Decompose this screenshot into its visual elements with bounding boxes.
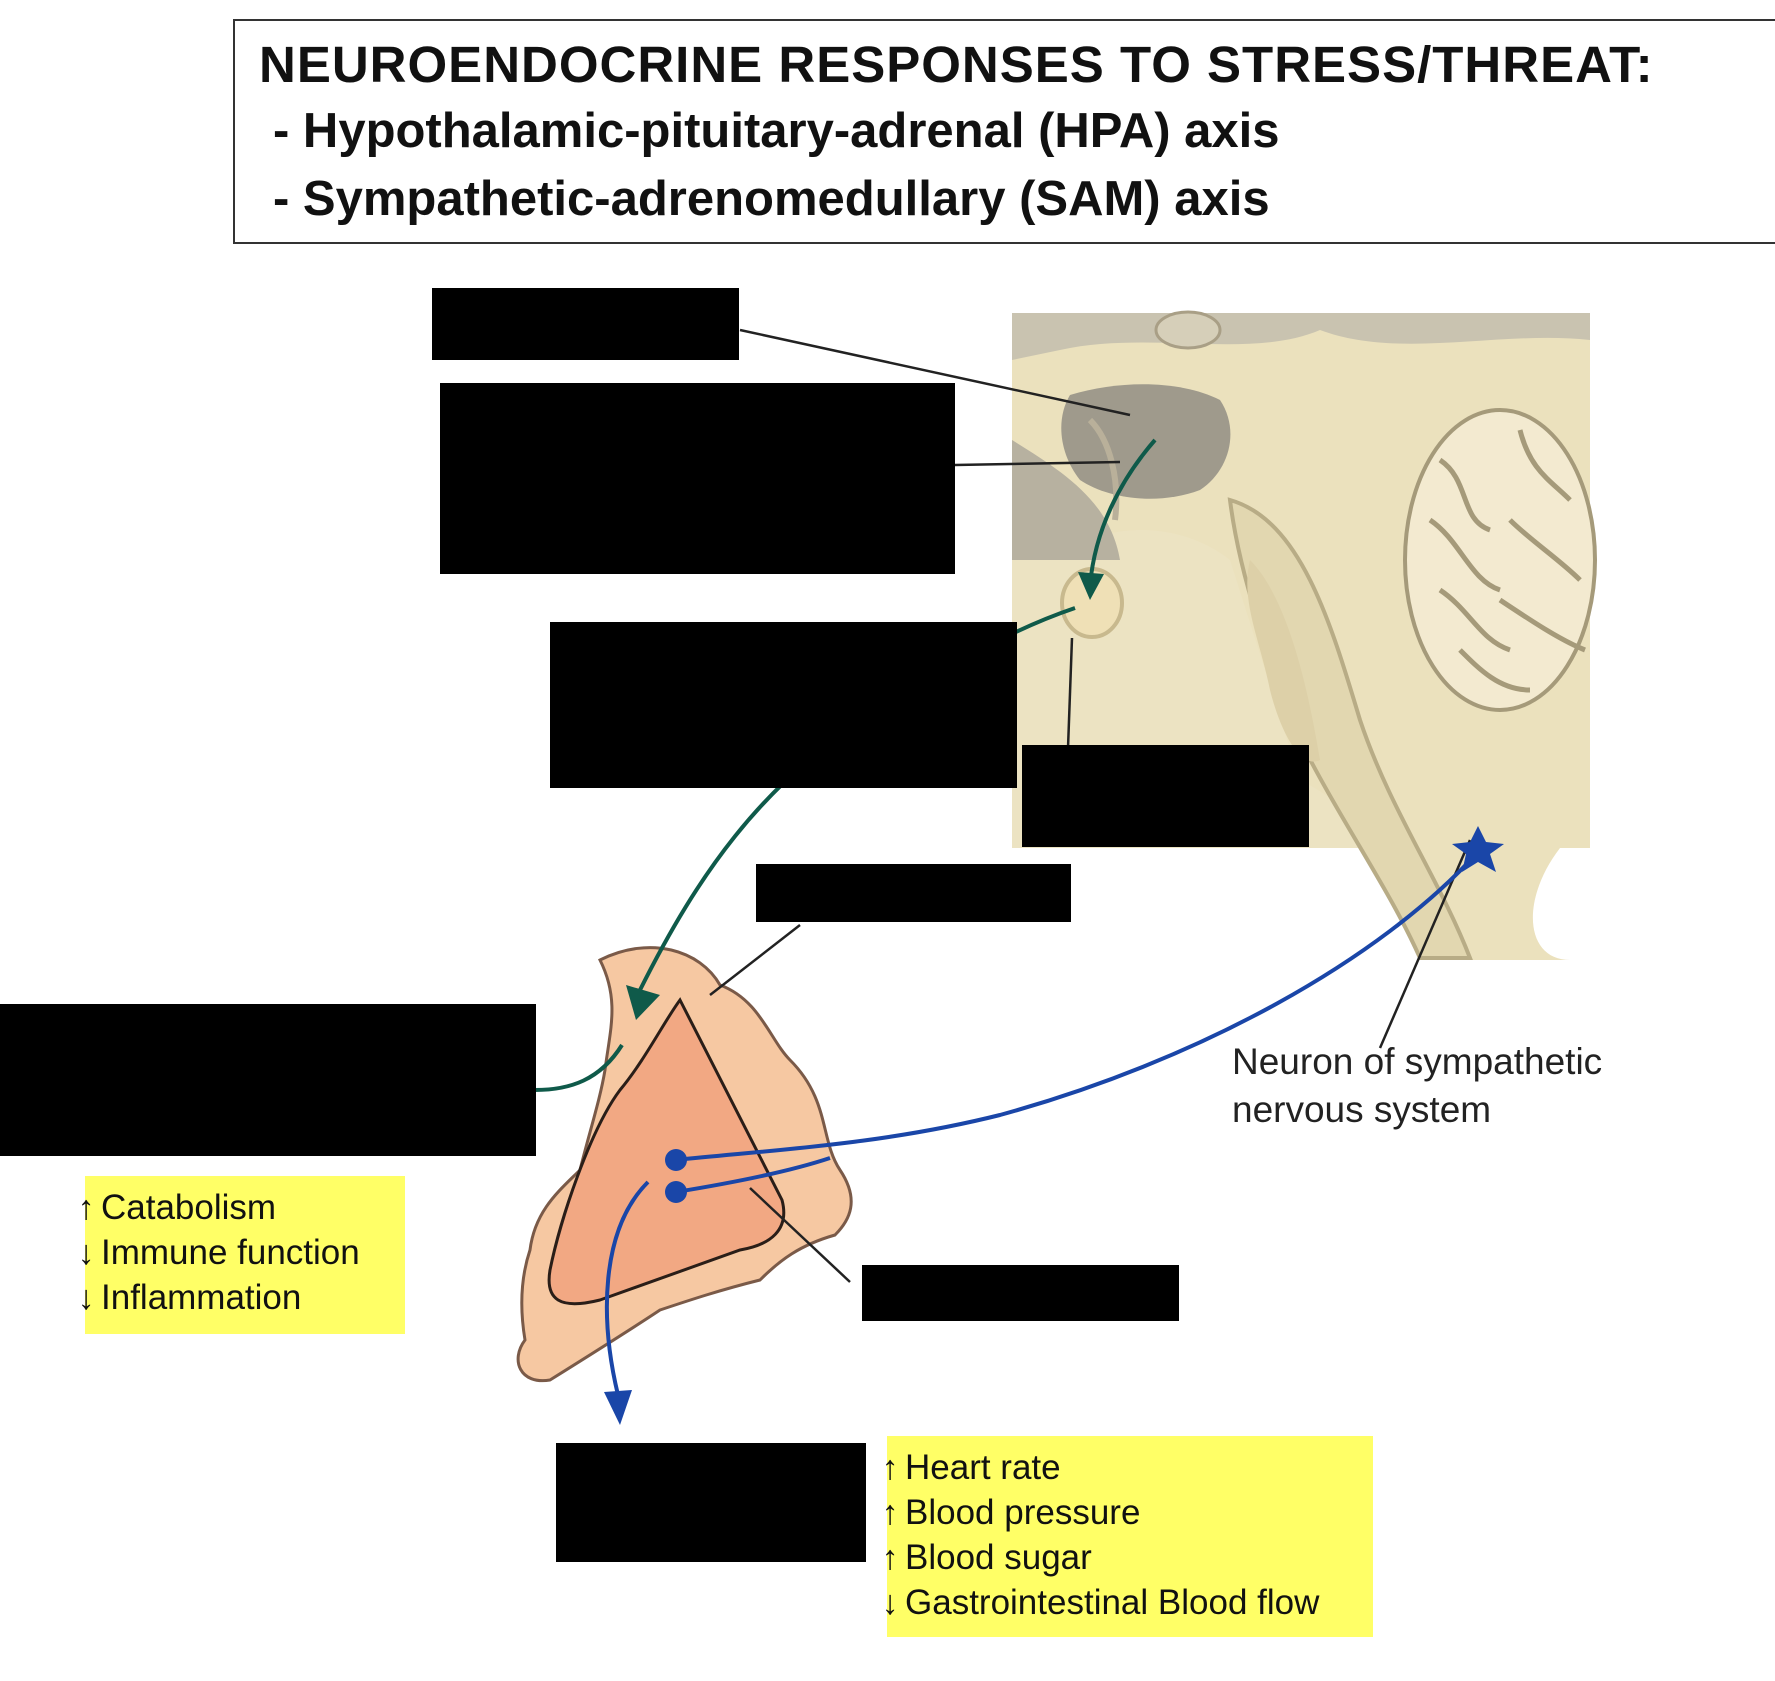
sam-synapse-2	[665, 1181, 687, 1203]
down-arrow-icon: ↓	[77, 1279, 95, 1317]
effect-text: Catabolism	[101, 1188, 277, 1227]
catecholamine-effect-row: ↑Blood sugar	[879, 1538, 1092, 1578]
sympathetic-neuron-star-icon	[1452, 826, 1504, 872]
catecholamine-effect-row: ↑Heart rate	[879, 1448, 1061, 1488]
title-box: NEUROENDOCRINE RESPONSES TO STRESS/THREA…	[233, 19, 1775, 244]
redacted-label-hypothalamus	[432, 288, 739, 360]
cerebellum	[1403, 408, 1597, 712]
sam-pathway	[604, 850, 1480, 1396]
sam-synapse-1	[665, 1149, 687, 1171]
down-arrow-icon: ↓	[881, 1584, 899, 1622]
hpa-arrowhead-adrenal	[626, 985, 660, 1020]
cortisol-effect-row: ↓Immune function	[75, 1233, 360, 1273]
redacted-label-adrenal-cortex	[756, 864, 1071, 922]
sympathetic-neuron-label: Neuron of sympathetic nervous system	[1232, 1038, 1602, 1134]
up-arrow-icon: ↑	[881, 1494, 899, 1532]
sam-arrowhead-output	[604, 1390, 632, 1425]
down-arrow-icon: ↓	[77, 1234, 95, 1272]
redacted-label-pituitary	[1022, 745, 1309, 847]
cortisol-effect-row: ↓Inflammation	[75, 1278, 302, 1318]
redacted-label-acth	[550, 622, 1017, 788]
diagram-heading: NEUROENDOCRINE RESPONSES TO STRESS/THREA…	[259, 36, 1654, 93]
hpa-arrowhead-pituitary	[1078, 572, 1104, 600]
redacted-label-cortisol	[0, 1004, 536, 1156]
up-arrow-icon: ↑	[77, 1189, 95, 1227]
cortisol-effect-row: ↑Catabolism	[75, 1188, 277, 1228]
catecholamine-effects-box: ↑Heart rate ↑Blood pressure ↑Blood sugar…	[882, 1436, 1373, 1637]
sam-axis-line: - Sympathetic-adrenomedullary (SAM) axis	[273, 172, 1270, 226]
up-arrow-icon: ↑	[881, 1449, 899, 1487]
redacted-label-crh	[440, 383, 955, 574]
up-arrow-icon: ↑	[881, 1539, 899, 1577]
catecholamine-effect-row: ↓Gastrointestinal Blood flow	[879, 1583, 1320, 1623]
effect-text: Heart rate	[905, 1448, 1061, 1487]
effect-text: Blood sugar	[905, 1538, 1092, 1577]
neuron-label-line1: Neuron of sympathetic	[1232, 1041, 1603, 1082]
effect-text: Gastrointestinal Blood flow	[905, 1583, 1320, 1622]
effect-text: Immune function	[101, 1233, 360, 1272]
hpa-axis-line: - Hypothalamic-pituitary-adrenal (HPA) a…	[273, 104, 1280, 158]
leader-lines	[709, 328, 1472, 1283]
cortisol-effects-box: ↑Catabolism ↓Immune function ↓Inflammati…	[78, 1176, 405, 1334]
redacted-label-catecholamines	[556, 1443, 866, 1562]
redacted-label-adrenal-medulla	[862, 1265, 1179, 1321]
neuron-label-line2: nervous system	[1232, 1089, 1492, 1130]
catecholamine-effect-row: ↑Blood pressure	[879, 1493, 1141, 1533]
effect-text: Blood pressure	[905, 1493, 1141, 1532]
adrenal-medulla	[547, 997, 786, 1306]
effect-text: Inflammation	[101, 1278, 302, 1317]
